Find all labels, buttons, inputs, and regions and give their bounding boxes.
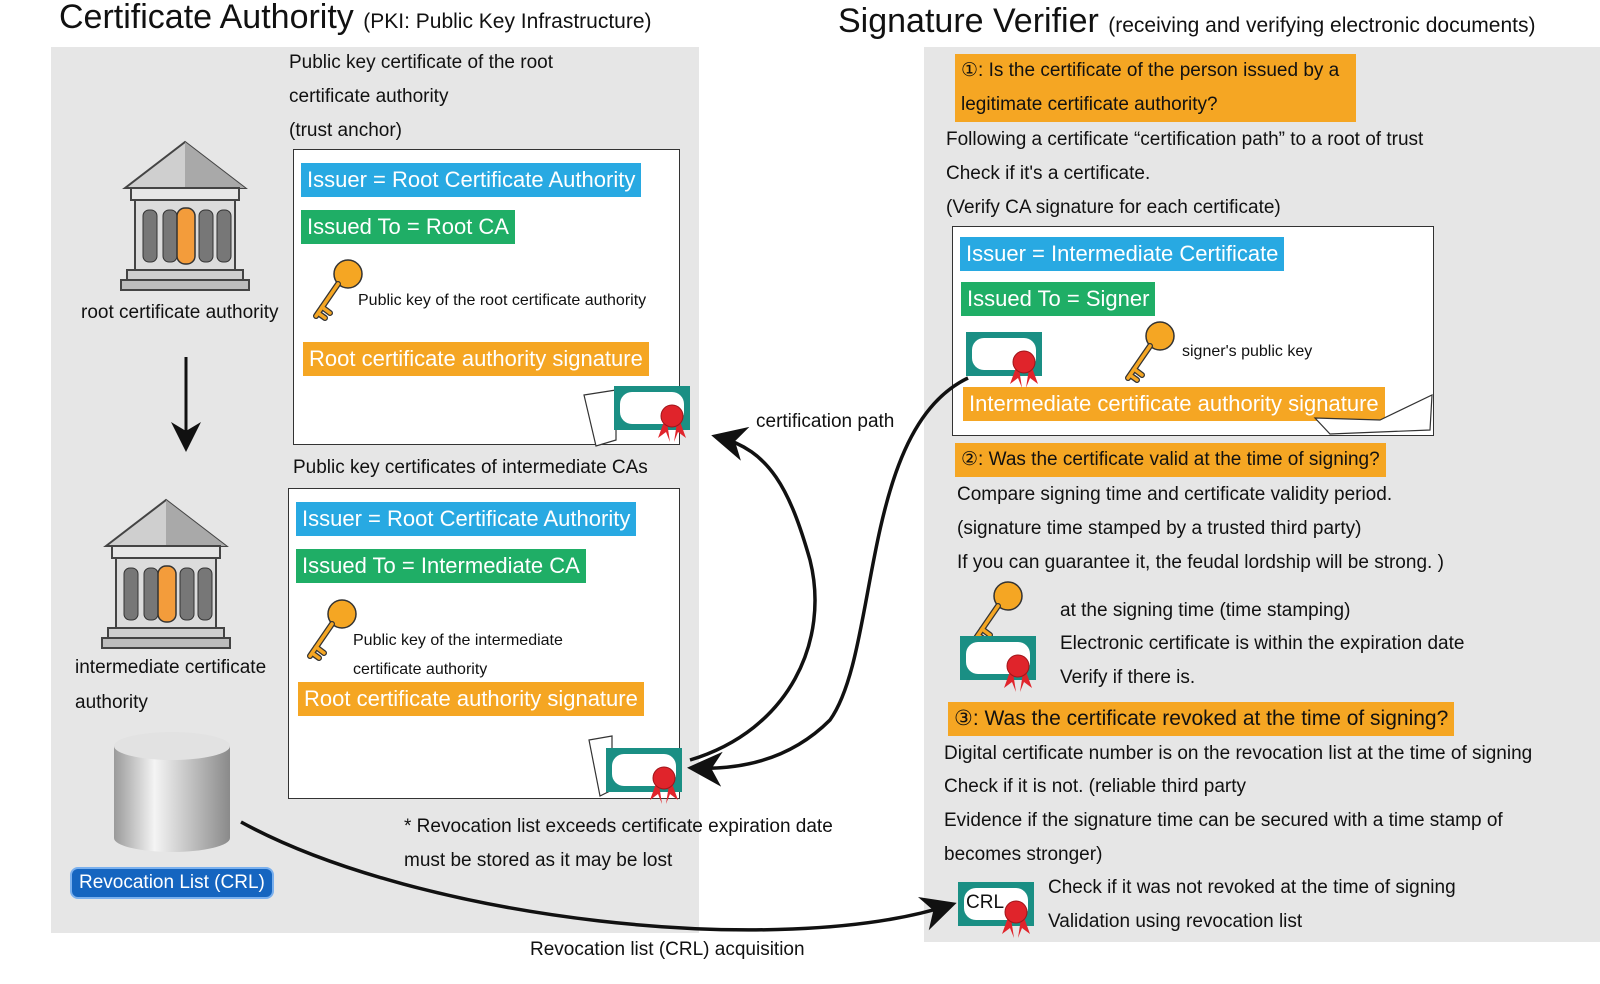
q2-text-1: Compare signing time and certificate val… xyxy=(957,484,1393,505)
q2-item-1: at the signing time (time stamping) xyxy=(1060,600,1351,621)
signer-cert-signature: Intermediate certificate authority signa… xyxy=(963,387,1385,421)
q3-text-4: becomes stronger) xyxy=(944,844,1103,865)
intermediate-cert-key-label-2: certificate authority xyxy=(353,661,488,678)
q2-item-2: Electronic certificate is within the exp… xyxy=(1060,633,1465,654)
q3-text-1: Digital certificate number is on the rev… xyxy=(944,743,1533,764)
root-cert-issuer: Issuer = Root Certificate Authority xyxy=(301,163,642,197)
question-3: ③: Was the certificate revoked at the ti… xyxy=(948,702,1455,736)
intermediate-cert-issuer: Issuer = Root Certificate Authority xyxy=(296,502,637,536)
intermediate-cert-issued-to: Issued To = Intermediate CA xyxy=(296,549,586,583)
revocation-note-1: * Revocation list exceeds certificate ex… xyxy=(404,816,833,837)
intermediate-ca-label-2: authority xyxy=(75,692,148,713)
left-title: Certificate Authority (PKI: Public Key I… xyxy=(59,0,652,36)
certification-path-arrow-upper xyxy=(689,426,817,762)
right-subtitle: (receiving and verifying electronic docu… xyxy=(1108,14,1536,37)
root-cert-signature: Root certificate authority signature xyxy=(303,342,649,376)
root-cert-caption-3: (trust anchor) xyxy=(289,120,402,141)
intermediate-ca-label-1: intermediate certificate xyxy=(75,657,267,678)
q1-text-1: Following a certificate “certification p… xyxy=(946,129,1424,150)
right-title: Signature Verifier (receiving and verify… xyxy=(838,2,1536,40)
question-2: ②: Was the certificate valid at the time… xyxy=(955,443,1386,477)
revocation-list-badge: Revocation List (CRL) xyxy=(70,867,274,899)
root-cert-key-label: Public key of the root certificate autho… xyxy=(358,292,647,309)
crl-item-2: Validation using revocation list xyxy=(1048,911,1303,932)
intermediate-cert-signature: Root certificate authority signature xyxy=(298,682,644,716)
signature-verifier-panel xyxy=(924,47,1600,942)
q2-item-3: Verify if there is. xyxy=(1060,667,1196,688)
q1-text-2: Check if it's a certificate. xyxy=(946,163,1151,184)
crl-acquisition-label: Revocation list (CRL) acquisition xyxy=(530,939,805,960)
root-cert-caption-2: certificate authority xyxy=(289,86,449,107)
revocation-note-2: must be stored as it may be lost xyxy=(404,850,673,871)
q3-text-2: Check if it is not. (reliable third part… xyxy=(944,776,1247,797)
q1-text-3: (Verify CA signature for each certificat… xyxy=(946,197,1281,218)
root-cert-caption-1: Public key certificate of the root xyxy=(289,52,554,73)
q2-text-3: If you can guarantee it, the feudal lord… xyxy=(957,552,1444,573)
signer-cert-key-label: signer's public key xyxy=(1182,343,1313,360)
question-1-line-2: legitimate certificate authority? xyxy=(955,88,1356,122)
intermediate-cert-caption: Public key certificates of intermediate … xyxy=(293,457,648,478)
q3-text-3: Evidence if the signature time can be se… xyxy=(944,810,1503,831)
q2-text-2: (signature time stamped by a trusted thi… xyxy=(957,518,1362,539)
root-cert-issued-to: Issued To = Root CA xyxy=(301,210,515,244)
crl-item-1: Check if it was not revoked at the time … xyxy=(1048,877,1456,898)
question-1-line-1: ①: Is the certificate of the person issu… xyxy=(955,54,1356,88)
root-ca-label: root certificate authority xyxy=(81,302,279,323)
signer-cert-issuer: Issuer = Intermediate Certificate xyxy=(960,237,1285,271)
left-subtitle: (PKI: Public Key Infrastructure) xyxy=(363,10,652,33)
signer-cert-issued-to: Issued To = Signer xyxy=(961,282,1156,316)
intermediate-cert-key-label-1: Public key of the intermediate xyxy=(353,632,563,649)
certification-path-label: certification path xyxy=(756,411,895,432)
